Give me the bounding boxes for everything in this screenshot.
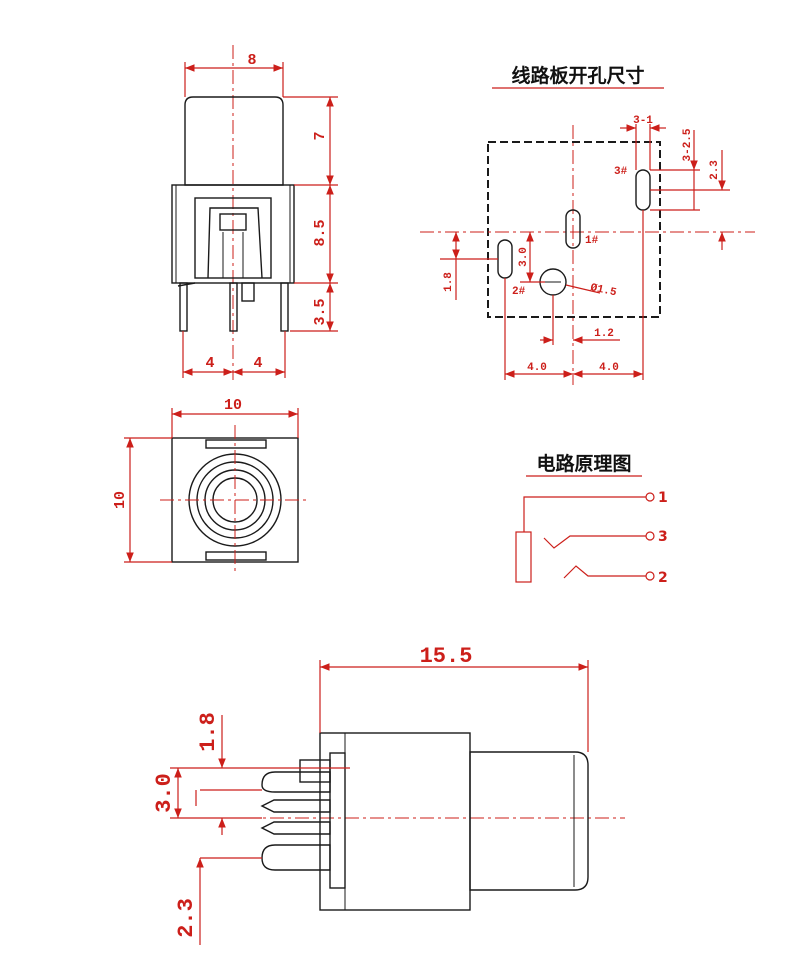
pcb-dim-1-2: 1.2 xyxy=(594,328,614,340)
hole-2-label: 2# xyxy=(512,286,526,298)
front-dim-pin-left: 4 xyxy=(205,355,214,372)
pcb-dim-3-0: 3.0 xyxy=(518,247,530,267)
schematic-pin-1: 1 xyxy=(658,490,668,506)
hole-1 xyxy=(565,209,581,249)
front-dim-pin-right: 4 xyxy=(253,355,262,372)
pcb-dim-3-2-5: 3-2.5 xyxy=(682,128,694,161)
hole-3 xyxy=(635,169,651,211)
front-view: 8 7 8.5 3.5 4 4 xyxy=(171,45,338,380)
schematic-view: 电路原理图 1 3 2 xyxy=(515,452,668,586)
schematic-pin-2: 2 xyxy=(658,570,668,586)
front-dim-pin-length: 3.5 xyxy=(312,298,329,325)
schematic-title: 电路原理图 xyxy=(536,452,631,475)
front-dim-cap-height: 7 xyxy=(312,131,329,140)
top-dim-width: 10 xyxy=(224,397,242,414)
pcb-layout-view: 线路板开孔尺寸 1# 2# 3# Ø1.5 3-1 3-2.5 2.3 xyxy=(420,64,755,385)
side-dim-3-0: 3.0 xyxy=(152,773,177,813)
pcb-dim-hole-dia: Ø1.5 xyxy=(589,282,618,299)
pcb-dim-4-0-left: 4.0 xyxy=(527,362,547,374)
pcb-layout-title: 线路板开孔尺寸 xyxy=(511,64,644,87)
pcb-dim-3-1: 3-1 xyxy=(633,115,653,127)
hole-3-label: 3# xyxy=(614,166,628,178)
top-dim-height: 10 xyxy=(112,491,129,509)
front-dim-width: 8 xyxy=(247,52,256,69)
side-dim-1-8: 1.8 xyxy=(196,712,221,752)
hole-1-label: 1# xyxy=(585,235,599,247)
hole-2 xyxy=(497,239,513,279)
pcb-dim-1-8: 1.8 xyxy=(443,272,455,292)
side-dim-2-3: 2.3 xyxy=(174,898,199,938)
front-dim-body-height: 8.5 xyxy=(312,219,329,246)
side-view: 15.5 1.8 3.0 2.3 xyxy=(152,644,625,945)
schematic-pin-3: 3 xyxy=(658,529,668,545)
pcb-dim-4-0-right: 4.0 xyxy=(599,362,619,374)
pcb-dim-2-3: 2.3 xyxy=(709,160,721,180)
side-dim-length: 15.5 xyxy=(420,644,473,669)
top-view: 10 10 xyxy=(112,397,310,575)
